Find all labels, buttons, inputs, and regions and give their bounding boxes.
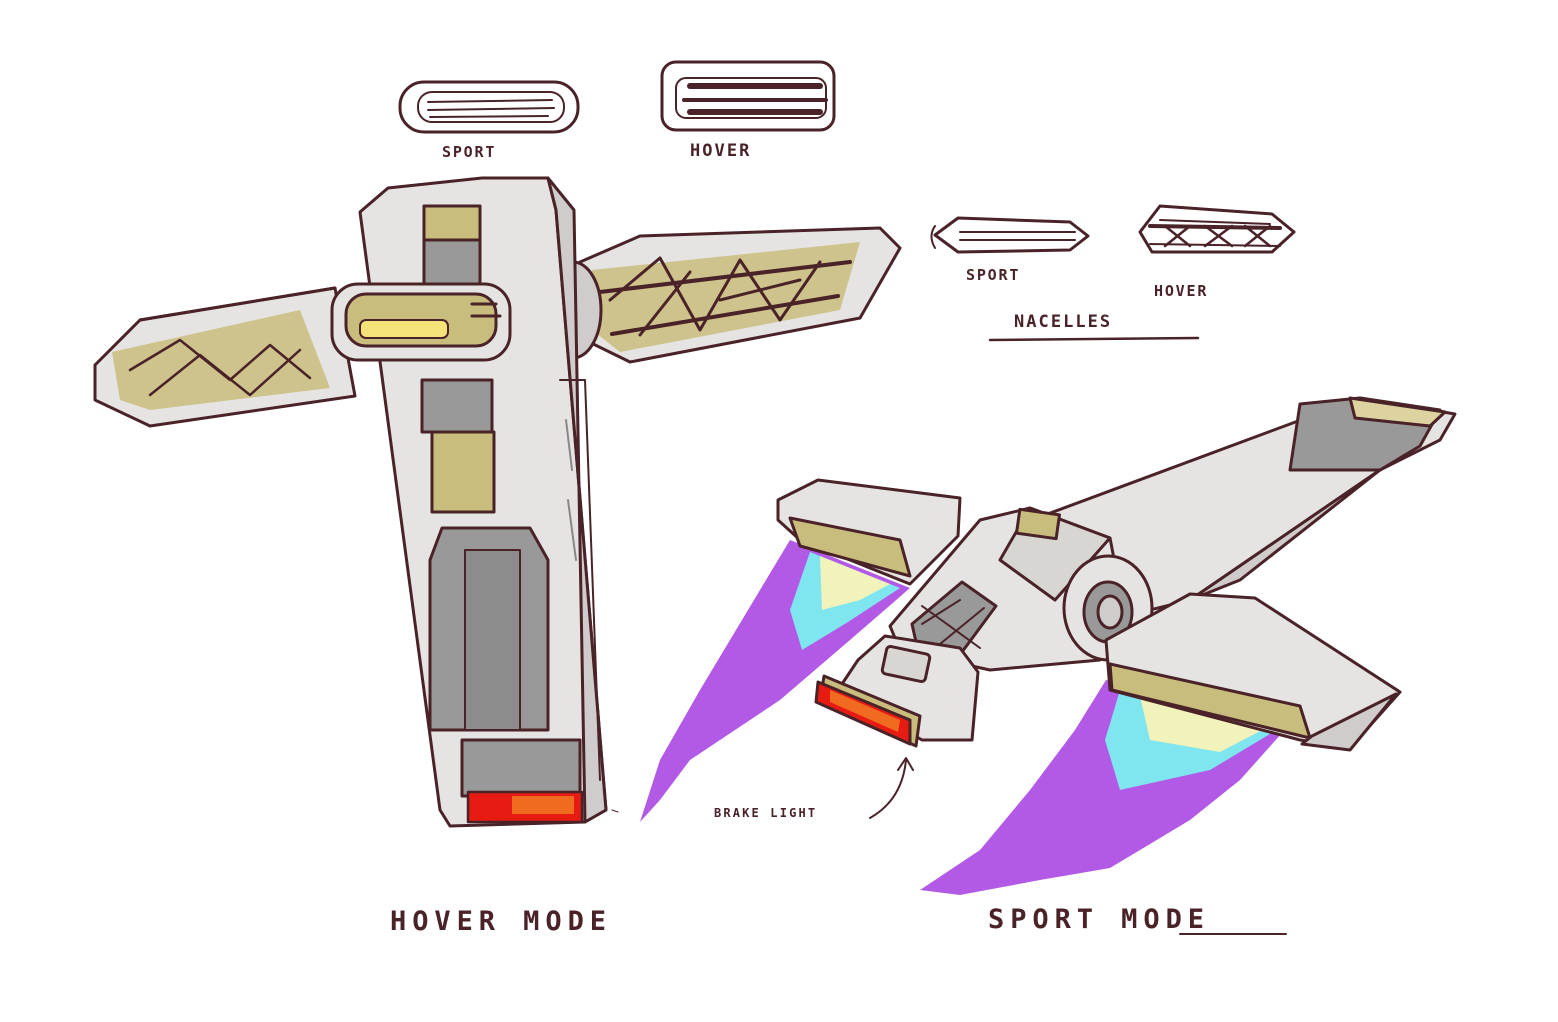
hover-left-nacelle — [93, 286, 357, 428]
pod-hover-thumbnail — [660, 60, 836, 132]
sport-mode-ship — [640, 396, 1457, 895]
sport-mode-label: SPORT MODE — [988, 904, 1210, 935]
hover-mode-ship — [93, 176, 902, 828]
nacelle-sport-label: SPORT — [966, 266, 1021, 284]
nacelle-hover-label: HOVER — [1154, 282, 1209, 300]
hover-right-nacelle — [543, 226, 902, 364]
nacelles-underline — [988, 336, 1200, 342]
brake-light-arrow — [869, 759, 907, 819]
pod-sport-label: SPORT — [442, 143, 497, 161]
nacelles-title: NACELLES — [1014, 312, 1113, 332]
pod-sport-thumbnail — [398, 80, 580, 134]
pod-hover-label: HOVER — [690, 141, 752, 161]
nacelle-hover-thumbnail — [1138, 204, 1296, 254]
nacelle-sport-thumbnail — [930, 216, 1090, 254]
hover-mode-label: HOVER MODE — [390, 906, 612, 937]
brake-light-label: BRAKE LIGHT — [714, 806, 818, 820]
